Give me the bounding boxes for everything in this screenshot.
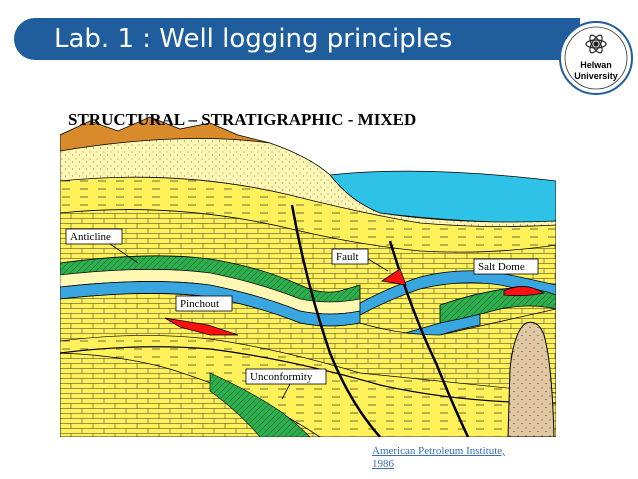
university-logo: Helwan University [559,21,633,95]
label-fault-leader [367,258,389,272]
label-fault-text: Fault [336,251,359,263]
label-unconformity-leader [281,383,291,400]
salt-dome-trap [503,286,546,297]
green-tilted-bed [209,372,311,437]
label-pinchout: Pinchout [175,295,233,312]
blue-reservoir-middle [359,270,556,316]
green-reservoir-right [439,286,556,324]
fault-line-left [290,204,381,437]
geology-figure: STRUCTURAL – STRATIGRAPHIC - MIXED Antic… [60,73,556,437]
page-title: Lab. 1 : Well logging principles [54,24,453,54]
label-salt-dome-text: Salt Dome [478,261,525,273]
label-salt-dome: Salt Dome [473,258,539,275]
logo-name-line2: University [574,71,618,81]
source-credit[interactable]: American Petroleum Institute, 1986 [372,445,505,470]
label-anticline-leader [109,243,139,264]
header: Lab. 1 : Well logging principles Helwan … [0,18,638,95]
label-fault: Fault [331,248,389,272]
salt-dome [507,321,555,437]
label-unconformity-text: Unconformity [250,371,313,383]
logo-name-line1: Helwan [580,60,612,70]
title-bar [14,18,580,60]
label-anticline-text: Anticline [70,231,111,243]
pinchout-trap [164,317,239,336]
label-anticline: Anticline [65,228,139,264]
label-pinchout-text: Pinchout [180,298,219,310]
fault-trap [380,268,407,286]
atom-emblem-icon [585,34,607,54]
figure-heading: STRUCTURAL – STRATIGRAPHIC - MIXED [68,110,416,129]
label-unconformity: Unconformity [245,368,327,400]
unconformity-surface [60,346,556,404]
